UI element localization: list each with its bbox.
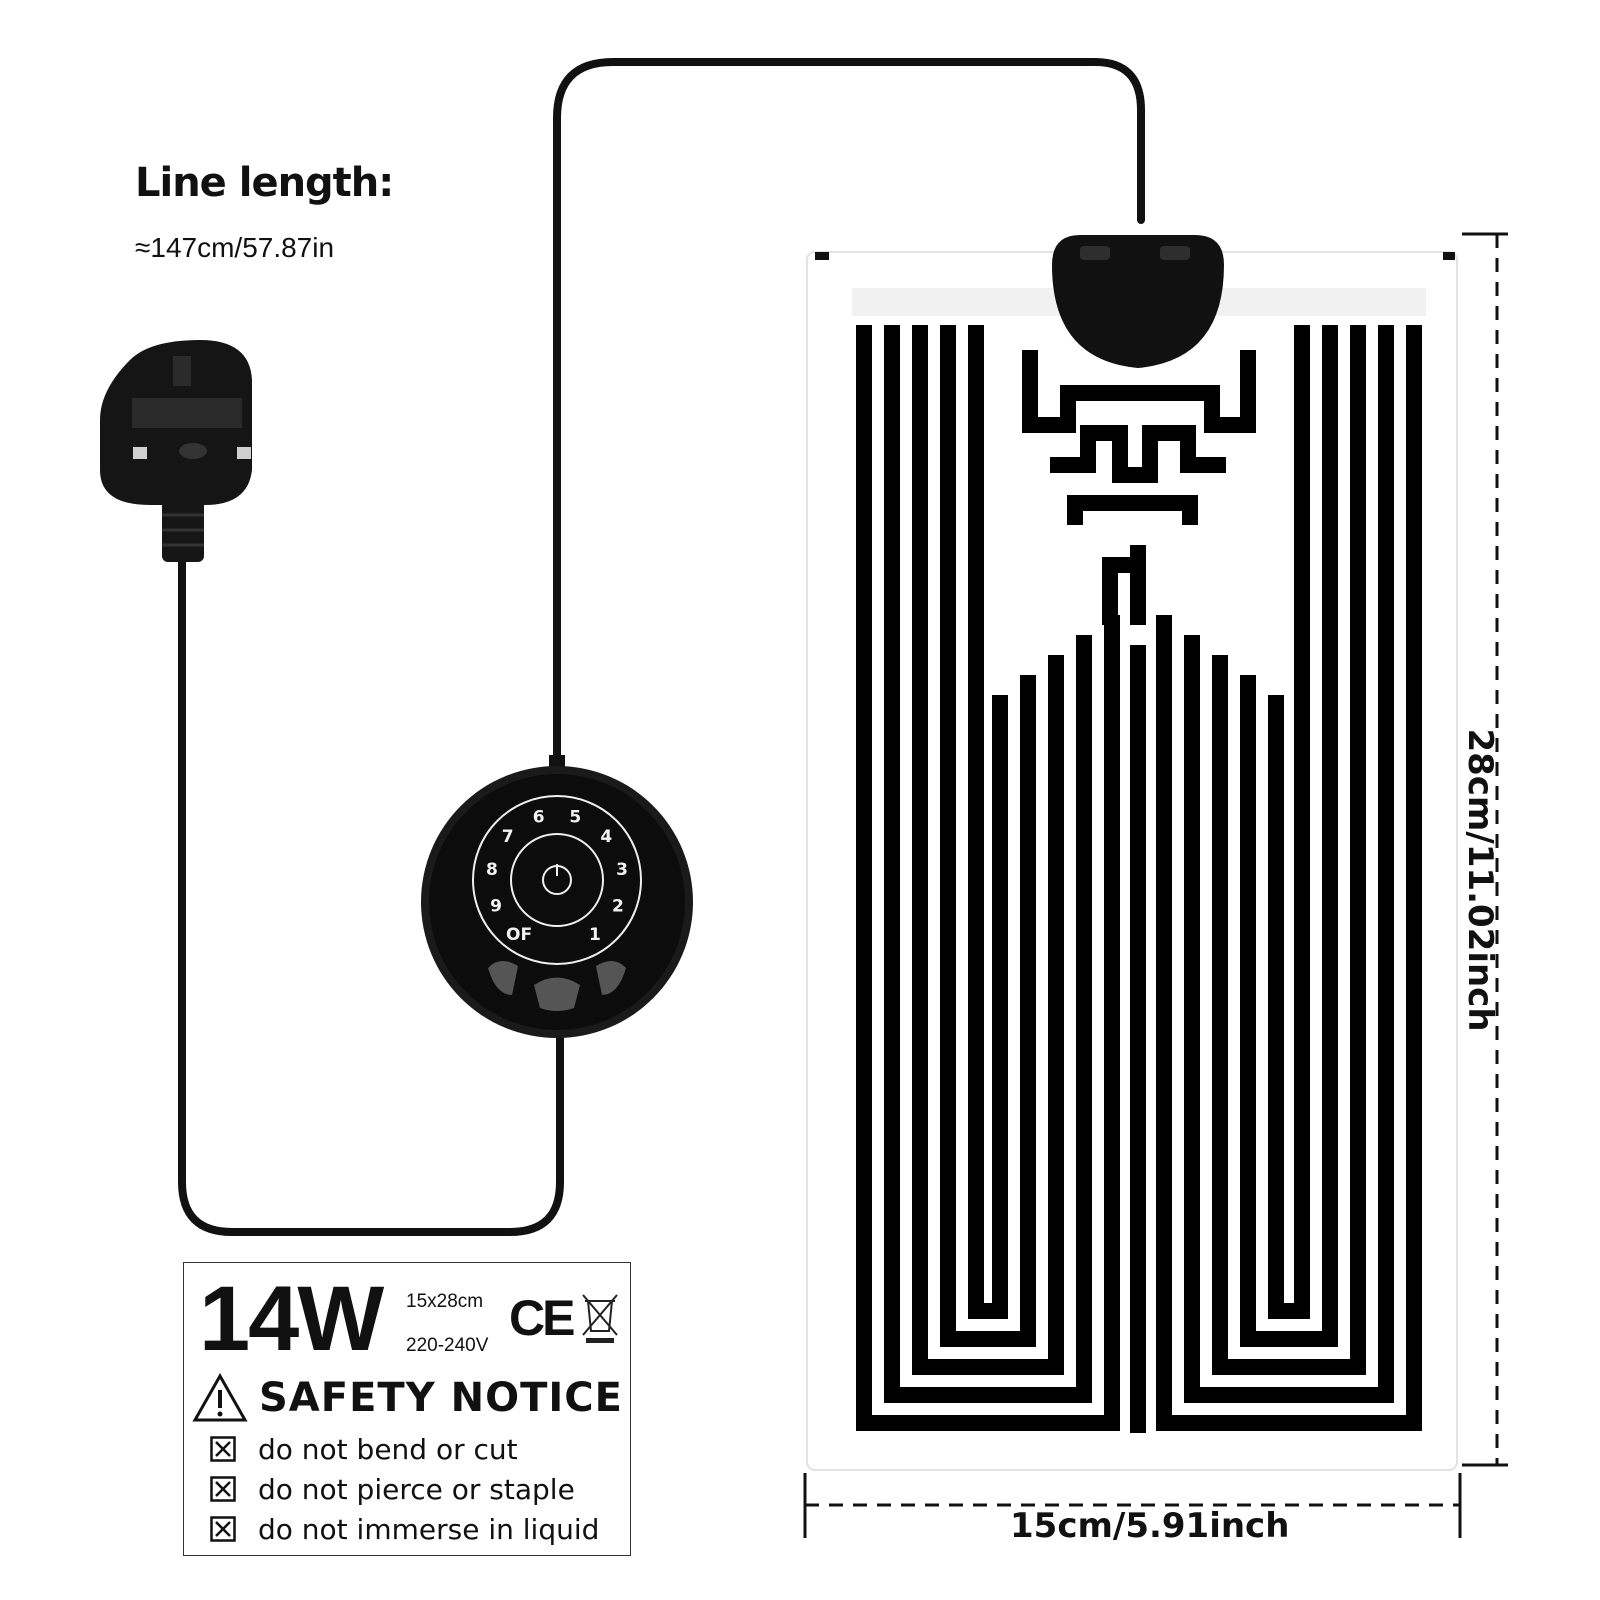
rule-text: do not immerse in liquid <box>258 1512 600 1546</box>
ce-mark: CE <box>509 1290 575 1346</box>
dial-number: 1 <box>589 925 601 945</box>
heat-level-dial: OF9 876 543 21 <box>486 808 628 946</box>
voltage-spec: 220-240V <box>406 1335 489 1356</box>
safety-notice-title: SAFETY NOTICE <box>259 1375 623 1421</box>
trace-loop <box>1240 325 1338 1347</box>
trace-serpentine <box>1067 495 1198 525</box>
heating-pad <box>806 235 1458 1471</box>
trace-loop <box>912 325 1064 1375</box>
trace-loop <box>968 325 1008 1319</box>
trace-loop <box>1268 325 1310 1319</box>
warning-icon <box>192 1373 248 1422</box>
x-box-icon <box>210 1436 236 1462</box>
dial-number: 5 <box>569 808 581 828</box>
trace-loop <box>884 325 1092 1403</box>
trace-serpentine <box>1022 350 1256 433</box>
line-length-value: ≈147cm/57.87in <box>135 232 335 263</box>
trace-loop <box>1184 325 1394 1403</box>
x-box-icon <box>210 1476 236 1502</box>
crossed-bin-icon <box>582 1294 618 1343</box>
dial-number: 2 <box>612 897 624 917</box>
uk-plug <box>100 340 252 562</box>
rule-item: do not immerse in liquid <box>210 1512 600 1546</box>
rule-item: do not bend or cut <box>210 1432 518 1466</box>
dial-number: 4 <box>600 827 612 847</box>
size-spec: 15x28cm <box>406 1291 484 1312</box>
trace-loop <box>856 325 1120 1431</box>
dial-number: OF <box>506 925 532 945</box>
heating-element-traces <box>856 325 1422 1433</box>
dimension-lines <box>803 232 1508 1538</box>
trace-loop <box>1156 325 1422 1431</box>
height-dimension-label: 28cm/11.02inch <box>1460 728 1500 1032</box>
dial-number: 8 <box>486 860 498 880</box>
rule-text: do not pierce or staple <box>258 1472 575 1506</box>
dial-number: 7 <box>502 827 514 847</box>
trace-serpentine <box>1102 545 1146 625</box>
dial-number: 3 <box>616 860 628 880</box>
rule-text: do not bend or cut <box>258 1432 518 1466</box>
trace-loop <box>940 325 1036 1347</box>
rule-item: do not pierce or staple <box>210 1472 575 1506</box>
trace-serpentine <box>1050 425 1226 483</box>
width-dimension-label: 15cm/5.91inch <box>1010 1506 1290 1546</box>
x-box-icon <box>210 1516 236 1542</box>
trace-loop <box>1212 325 1366 1375</box>
wattage: 14W <box>199 1268 384 1370</box>
power-cable <box>178 58 1145 1236</box>
dial-number: 6 <box>533 808 545 828</box>
temperature-controller: OF9 876 543 21 <box>421 755 693 1038</box>
line-length-title: Line length: <box>135 160 394 206</box>
safety-label: 14W 15x28cm 220-240V CE SAFETY NOTICE do… <box>183 1262 631 1556</box>
dial-number: 9 <box>490 897 502 917</box>
